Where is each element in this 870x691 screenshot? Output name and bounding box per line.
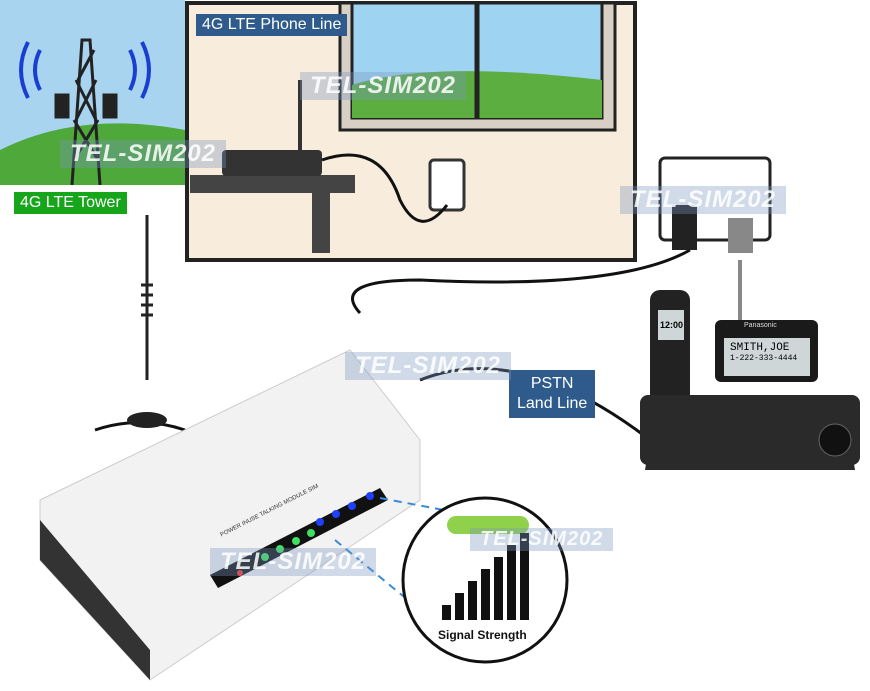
watermark: TEL-SIM202 bbox=[470, 528, 614, 551]
phone-display-number: 1-222-333-4444 bbox=[730, 354, 798, 363]
watermark: TEL-SIM202 bbox=[620, 186, 787, 214]
pstn-label-line1: PSTN bbox=[530, 375, 574, 392]
phone-display: SMITH,JOE 1-222-333-4444 bbox=[730, 342, 797, 363]
pstn-label-line2: Land Line bbox=[517, 395, 588, 412]
signal-bars-icon bbox=[442, 533, 529, 620]
watermark: TEL-SIM202 bbox=[60, 140, 227, 168]
signal-pill bbox=[447, 516, 529, 534]
tower-scene bbox=[0, 0, 185, 186]
router-icon bbox=[222, 150, 322, 176]
cordless-phone bbox=[640, 290, 860, 470]
watermark: TEL-SIM202 bbox=[345, 352, 512, 380]
led-label-sim: SIM bbox=[307, 483, 320, 494]
handset-time: 12:00 bbox=[660, 320, 684, 330]
watermark: TEL-SIM202 bbox=[300, 72, 467, 100]
signal-strength-label: Signal Strength bbox=[438, 628, 527, 642]
pstn-label: PSTN Land Line bbox=[509, 370, 596, 418]
led-power bbox=[237, 570, 243, 576]
led-strip bbox=[210, 488, 388, 588]
phone-brand: Panasonic bbox=[744, 322, 777, 329]
wall-outlet-icon bbox=[428, 158, 466, 212]
cell-tower-icon bbox=[54, 38, 118, 186]
antenna-icon bbox=[127, 215, 167, 428]
gateway-device bbox=[39, 349, 421, 681]
radio-waves-icon bbox=[19, 41, 151, 99]
phone-display-name: SMITH,JOE bbox=[730, 342, 790, 354]
watermark: TEL-SIM202 bbox=[210, 548, 377, 576]
tower-label: 4G LTE Tower bbox=[14, 192, 127, 214]
phone-line-label: 4G LTE Phone Line bbox=[196, 14, 348, 36]
room-scene bbox=[185, 1, 637, 262]
